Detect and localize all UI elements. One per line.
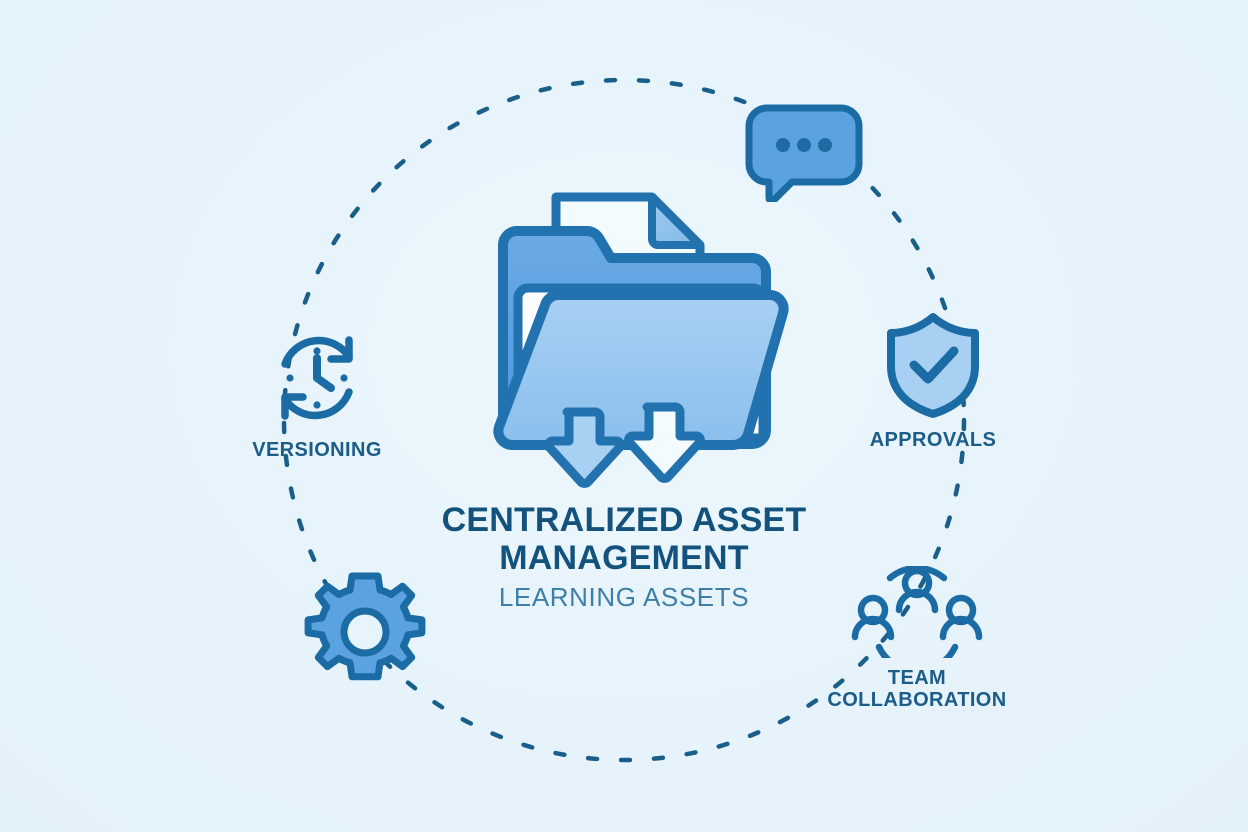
- page-title-line-2: MANAGEMENT: [499, 539, 749, 577]
- shield-check-icon: [881, 310, 985, 420]
- node-settings[interactable]: [300, 570, 430, 694]
- center-title-block: CENTRALIZED ASSET MANAGEMENT LEARNING AS…: [0, 501, 1248, 614]
- node-team-collaboration[interactable]: TEAM COLLABORATION: [822, 565, 1012, 712]
- node-team-collaboration-label: TEAM COLLABORATION: [827, 667, 1007, 712]
- people-group-icon: [849, 565, 985, 675]
- node-versioning[interactable]: VERSIONING: [242, 326, 392, 461]
- node-comments[interactable]: [742, 102, 866, 205]
- clock-history-icon: [261, 326, 373, 430]
- node-approvals[interactable]: APPROVALS: [858, 310, 1008, 451]
- page-title-line-1: CENTRALIZED ASSET: [441, 501, 807, 539]
- page-subtitle: LEARNING ASSETS: [498, 582, 750, 612]
- speech-bubble-ellipsis-icon: [745, 102, 863, 205]
- node-approvals-label: APPROVALS: [869, 429, 997, 451]
- gear-icon: [303, 570, 427, 694]
- node-versioning-label: VERSIONING: [252, 439, 382, 461]
